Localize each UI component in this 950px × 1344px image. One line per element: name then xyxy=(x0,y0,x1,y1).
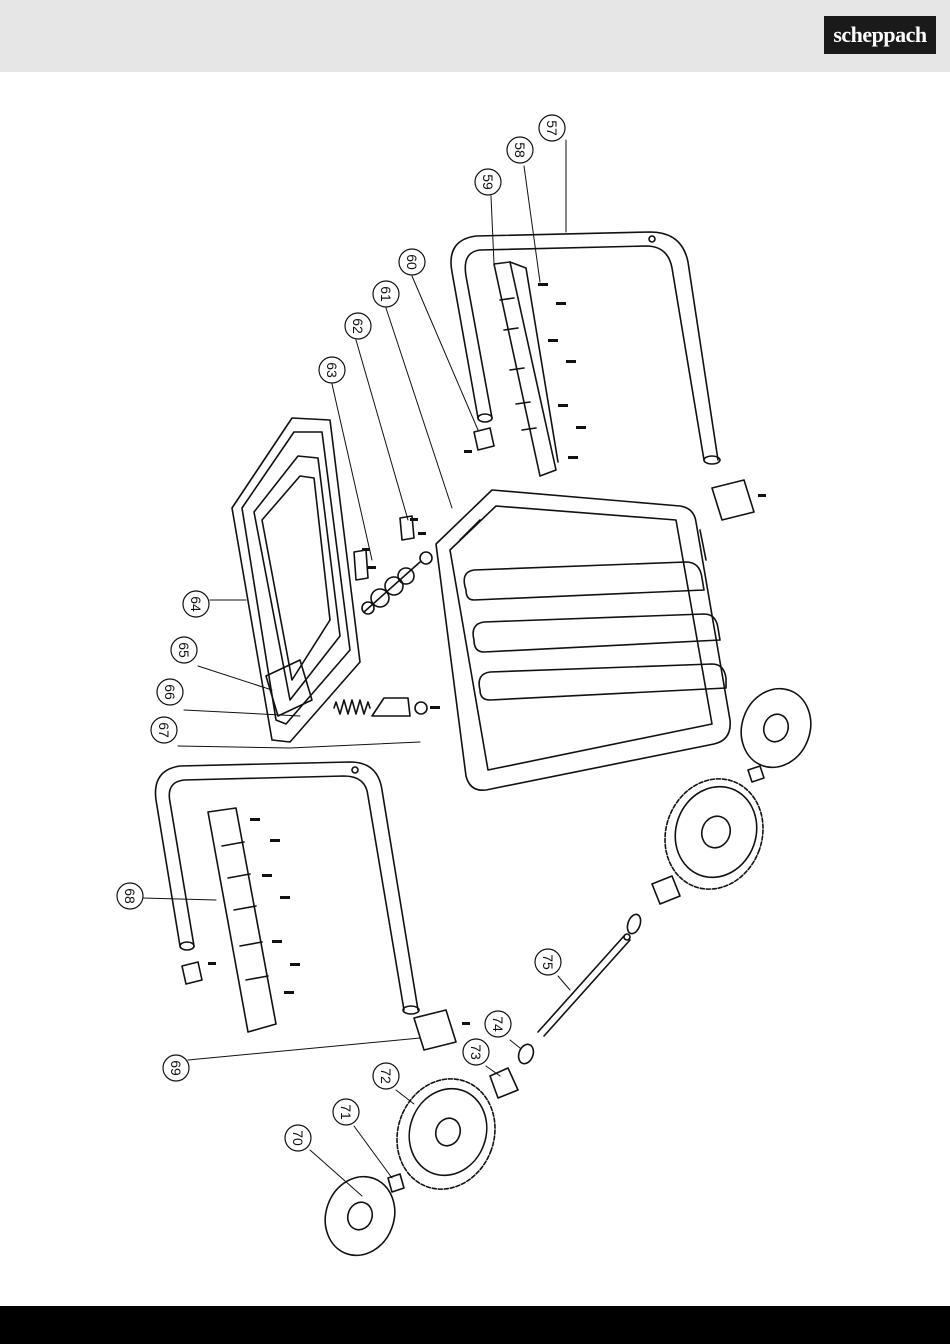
upper-handle-frame xyxy=(451,232,720,464)
right-wheel-assembly xyxy=(625,679,822,936)
callout-57: 57 xyxy=(539,115,565,141)
callout-63: 63 xyxy=(319,357,345,383)
svg-text:58: 58 xyxy=(512,142,528,158)
svg-text:59: 59 xyxy=(480,174,496,190)
lower-handle-frame xyxy=(156,762,420,1014)
callout-68: 68 xyxy=(117,883,143,909)
svg-text:61: 61 xyxy=(378,286,394,302)
upper-mounting-rail xyxy=(494,262,558,476)
svg-text:68: 68 xyxy=(122,888,138,904)
svg-text:65: 65 xyxy=(176,642,192,658)
lower-mounting-rail xyxy=(208,808,276,1032)
left-wheel-assembly xyxy=(314,1042,536,1265)
svg-text:64: 64 xyxy=(188,596,204,612)
callout-74: 74 xyxy=(485,1011,511,1037)
callout-67: 67 xyxy=(151,717,177,743)
exploded-parts-diagram: 57 58 59 60 61 62 63 64 65 66 67 68 69 7… xyxy=(0,72,950,1306)
callout-65: 65 xyxy=(171,637,197,663)
svg-text:73: 73 xyxy=(468,1044,484,1060)
svg-text:57: 57 xyxy=(544,120,560,136)
callout-64: 64 xyxy=(183,591,209,617)
callout-60: 60 xyxy=(399,249,425,275)
page-footer xyxy=(0,1306,950,1344)
latch-spring-assembly xyxy=(334,698,427,716)
svg-text:67: 67 xyxy=(156,722,172,738)
svg-text:70: 70 xyxy=(290,1130,306,1146)
upper-rail-screws xyxy=(464,283,766,497)
callout-59: 59 xyxy=(475,169,501,195)
brand-logo: scheppach xyxy=(824,16,936,54)
svg-text:66: 66 xyxy=(162,684,178,700)
svg-text:69: 69 xyxy=(168,1060,184,1076)
svg-text:75: 75 xyxy=(540,954,556,970)
frame-cover xyxy=(232,418,360,742)
svg-text:71: 71 xyxy=(338,1104,354,1120)
lower-handle-foot-cap xyxy=(414,1010,456,1050)
svg-text:62: 62 xyxy=(350,318,366,334)
upper-handle-bracket xyxy=(474,428,494,450)
callout-72: 72 xyxy=(373,1063,399,1089)
callout-labels: 57 58 59 60 61 62 63 64 65 66 67 68 69 7… xyxy=(117,115,565,1151)
callout-58: 58 xyxy=(507,137,533,163)
callout-71: 71 xyxy=(333,1099,359,1125)
lower-handle-bracket xyxy=(182,962,202,984)
svg-text:63: 63 xyxy=(324,362,340,378)
main-tank-body xyxy=(436,490,730,790)
svg-text:74: 74 xyxy=(490,1016,506,1032)
callout-62: 62 xyxy=(345,313,371,339)
page-header: scheppach xyxy=(0,0,950,72)
upper-handle-foot-cap xyxy=(712,480,754,520)
callout-73: 73 xyxy=(463,1039,489,1065)
callout-69: 69 xyxy=(163,1055,189,1081)
svg-text:60: 60 xyxy=(404,254,420,270)
svg-text:72: 72 xyxy=(378,1068,394,1084)
callout-75: 75 xyxy=(535,949,561,975)
callout-66: 66 xyxy=(157,679,183,705)
callout-70: 70 xyxy=(285,1125,311,1151)
callout-61: 61 xyxy=(373,281,399,307)
